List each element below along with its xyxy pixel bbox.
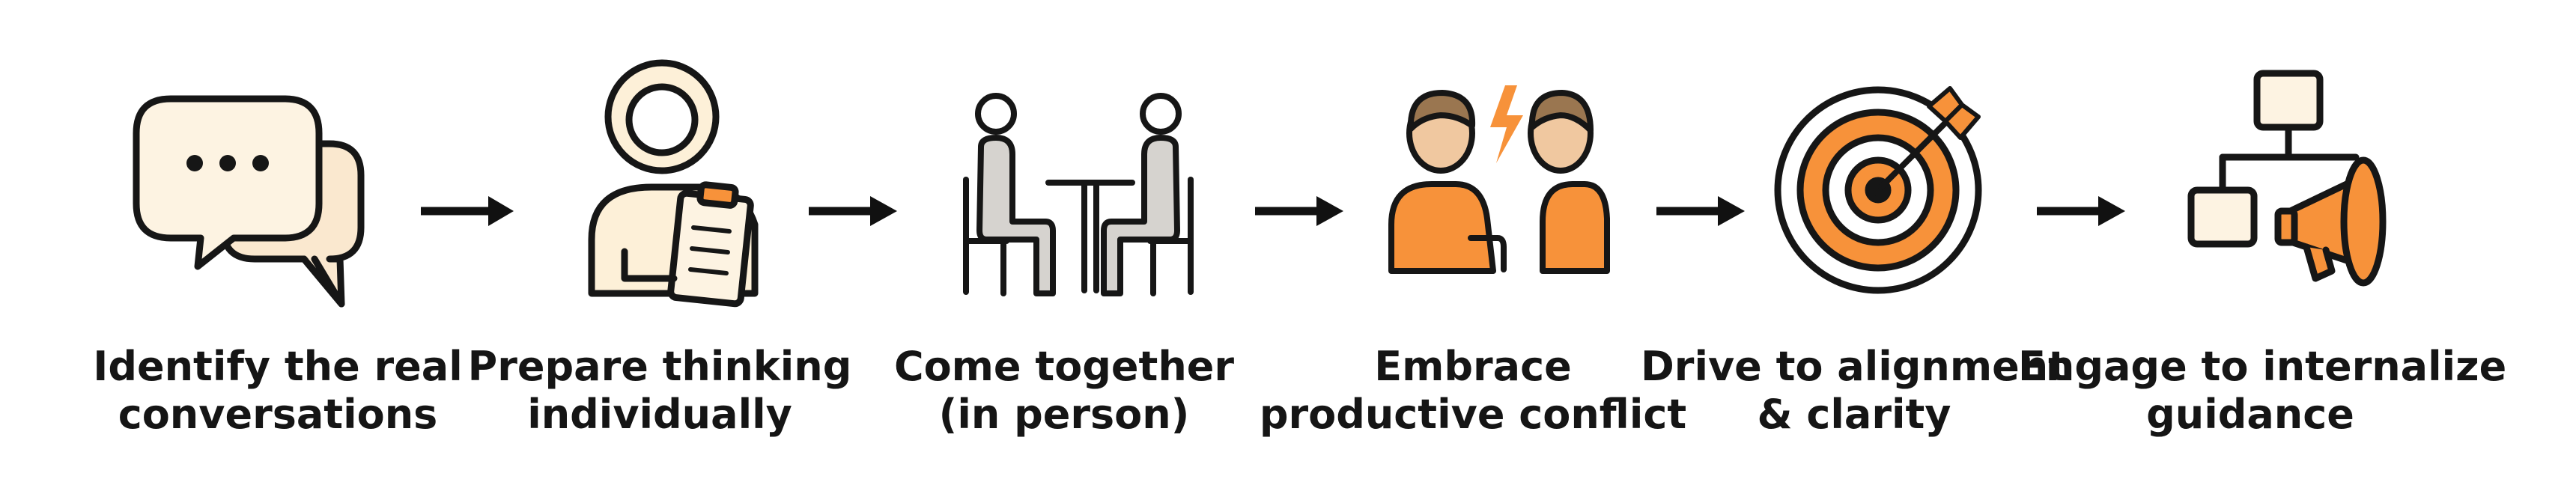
chat-bubbles-icon [133,95,365,308]
hierarchy-megaphone-icon [2187,70,2387,287]
step-label-identify: Identify the real conversations [46,343,510,439]
step-label-line: Drive to alignment [1640,343,2068,390]
arrow-icon [809,196,897,226]
person-clipboard-icon [588,59,759,308]
arrow-icon [2037,196,2125,226]
step-label-embrace: Embrace productive conflict [1241,343,1705,439]
step-label-line: Embrace [1374,343,1572,390]
arrow-icon [1656,196,1745,226]
step-label-line: & clarity [1757,391,1951,438]
step-label-line: individually [527,391,792,438]
step-label-prepare: Prepare thinking individually [428,343,892,439]
arrow-icon [1255,196,1343,226]
step-label-line: Identify the real [93,343,463,390]
step-label-line: (in person) [938,391,1190,438]
step-label-engage: Engage to internalize guidance [2018,343,2507,439]
conflict-people-icon [1388,85,1610,274]
step-label-line: Engage to internalize [2018,343,2507,390]
step-label-line: productive conflict [1259,391,1687,438]
step-label-line: conversations [118,391,438,438]
meeting-table-icon [963,93,1194,296]
step-label-drive: Drive to alignment & clarity [1622,343,2086,439]
step-label-line: guidance [2146,391,2354,438]
arrow-icon [421,196,514,226]
step-label-line: Come together [893,343,1235,390]
target-arrow-icon [1774,86,1982,294]
step-label-come-together: Come together (in person) [832,343,1296,439]
step-label-line: Prepare thinking [467,343,852,390]
